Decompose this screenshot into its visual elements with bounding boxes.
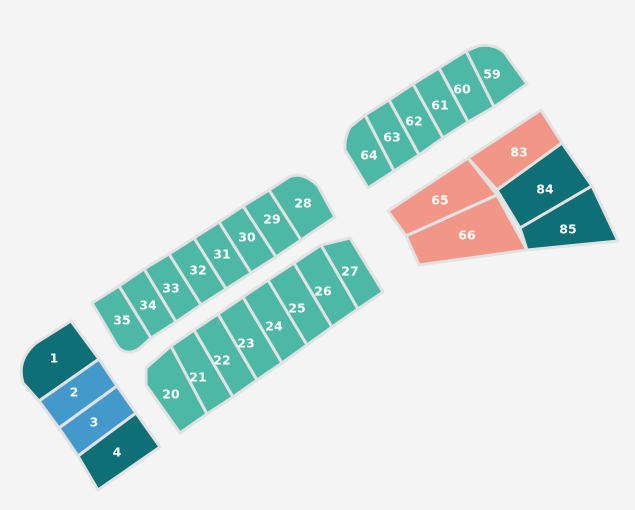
site-plan-map: 1 2 3 4 20 21 22 23 24 25 26 27 (19, 43, 620, 492)
